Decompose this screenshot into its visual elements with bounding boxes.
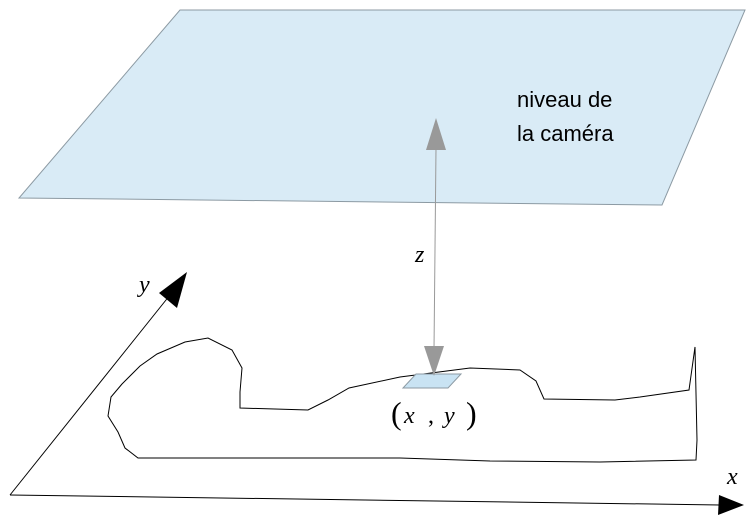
ground-point-y: y: [442, 403, 455, 429]
height-arrow-up-head: [426, 118, 446, 150]
ground-point-label: ( x , y ): [391, 395, 477, 431]
y-axis-arrowhead: [159, 272, 187, 308]
camera-plane-label-line2: la caméra: [517, 121, 614, 146]
height-arrow: [424, 118, 446, 376]
camera-plane: [17, 9, 746, 206]
x-axis-label: x: [726, 464, 738, 490]
x-axis-arrowhead: [718, 495, 744, 515]
floor-outline: [107, 337, 698, 463]
ground-point-comma: ,: [428, 403, 434, 429]
y-axis: [9, 272, 187, 496]
ground-point-x: x: [403, 403, 415, 429]
ground-point-open-paren: (: [391, 395, 402, 431]
height-label: z: [414, 242, 425, 268]
camera-plane-label-line1: niveau de: [517, 87, 612, 112]
ground-point-close-paren: ): [466, 395, 477, 431]
x-axis: [9, 494, 744, 515]
y-axis-label: y: [137, 272, 150, 298]
height-arrow-down-head: [424, 346, 444, 376]
ground-point-marker: [401, 373, 463, 389]
